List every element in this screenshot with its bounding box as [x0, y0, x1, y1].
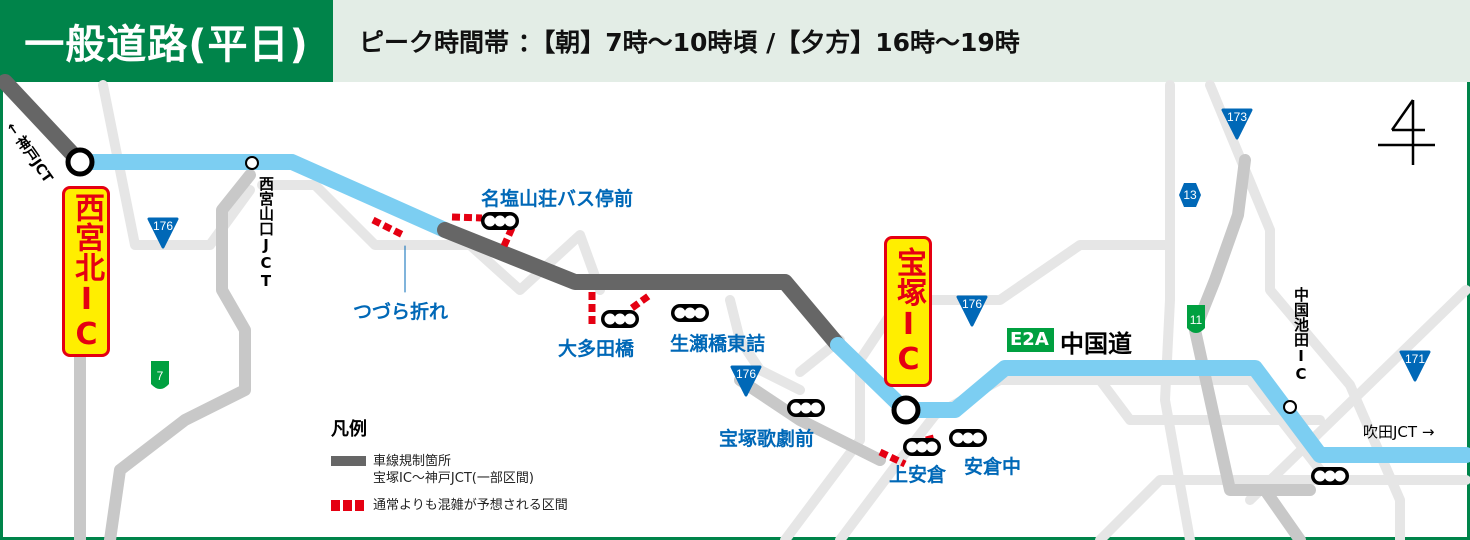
legend-swatch-congestion — [331, 500, 364, 511]
restricted-section — [437, 222, 846, 353]
route-7-shield-icon: 7 — [151, 361, 169, 389]
traffic-signal-icon — [787, 399, 825, 417]
legend-congestion-label: 通常よりも混雑が予想される区間 — [373, 498, 568, 513]
traffic-signal-icon — [903, 438, 941, 456]
ic-label-takarazuka[interactable]: 宝塚IC — [884, 236, 932, 387]
ic-label-chugoku-ikeda: 中国池田IC — [1292, 287, 1310, 383]
traffic-signal-icon — [1311, 467, 1349, 485]
route-13-shield-icon: 13 — [1179, 183, 1201, 207]
traffic-signal-icon — [949, 429, 987, 447]
route-171-shield-icon: 171 — [1399, 350, 1431, 382]
expressway-code-badge — [1007, 328, 1054, 352]
route-173-shield-icon: 173 — [1221, 108, 1253, 140]
traffic-signal-icon — [481, 212, 519, 230]
legend-restricted-detail: 宝塚IC〜神戸JCT(一部区間) — [373, 471, 534, 486]
route-number: 173 — [1227, 110, 1247, 124]
route-number: 13 — [1183, 188, 1197, 202]
ic-marker[interactable] — [65, 147, 95, 177]
page-title: 一般道路(平日) — [0, 0, 333, 82]
legend-restricted-text: 車線規制箇所 — [373, 454, 452, 469]
route-number: 176 — [153, 219, 173, 233]
peak-hours: ピーク時間帯 ：【朝】7時〜10時頃 /【夕方】16時〜19時 — [333, 0, 1470, 82]
ic-marker[interactable] — [891, 395, 921, 425]
jct-marker[interactable] — [245, 156, 259, 170]
legend-title: 凡例 — [331, 419, 367, 440]
expressway-code: E2A — [1010, 329, 1049, 350]
place-label: 名塩山荘バス停前 — [481, 188, 634, 210]
place-label: 上安倉 — [889, 464, 947, 486]
minor-roads — [98, 80, 1470, 540]
ic-marker[interactable] — [1283, 400, 1297, 414]
place-label: つづら折れ — [353, 301, 449, 323]
traffic-signal-icon — [601, 310, 639, 328]
restricted-section — [0, 74, 88, 170]
route-number: 176 — [962, 297, 982, 311]
place-label: 安倉中 — [964, 456, 1022, 478]
place-label: 大多田橋 — [558, 338, 635, 360]
congestion-sections — [371, 213, 935, 468]
legend-swatch-restricted — [331, 456, 366, 466]
traffic-signal-icon — [671, 304, 709, 322]
route-number: 7 — [157, 369, 164, 383]
route-176-shield-icon: 176 — [147, 217, 179, 249]
route-number: 171 — [1405, 352, 1425, 366]
route-11-shield-icon: 11 — [1187, 305, 1205, 333]
route-number: 11 — [1190, 313, 1203, 327]
ic-label-nishinomiya-kita[interactable]: 西宮北IC — [62, 186, 110, 357]
suita-jct-direction: 吹田JCT → — [1363, 423, 1435, 441]
place-label: 生瀬橋東詰 — [670, 333, 766, 355]
expressway-open — [72, 154, 453, 238]
jct-label-nishinomiya-yamaguchi: 西宮山口JCT — [257, 176, 275, 290]
place-label: 宝塚歌劇前 — [719, 428, 815, 450]
route-176-shield-icon: 176 — [956, 295, 988, 327]
route-number: 176 — [736, 367, 756, 381]
route-176-shield-icon: 176 — [730, 365, 762, 397]
expressway-name: 中国道 — [1060, 330, 1132, 358]
legend-restricted-label: 車線規制箇所 宝塚IC〜神戸JCT(一部区間) — [373, 453, 534, 487]
north-arrow-icon — [1378, 99, 1435, 165]
